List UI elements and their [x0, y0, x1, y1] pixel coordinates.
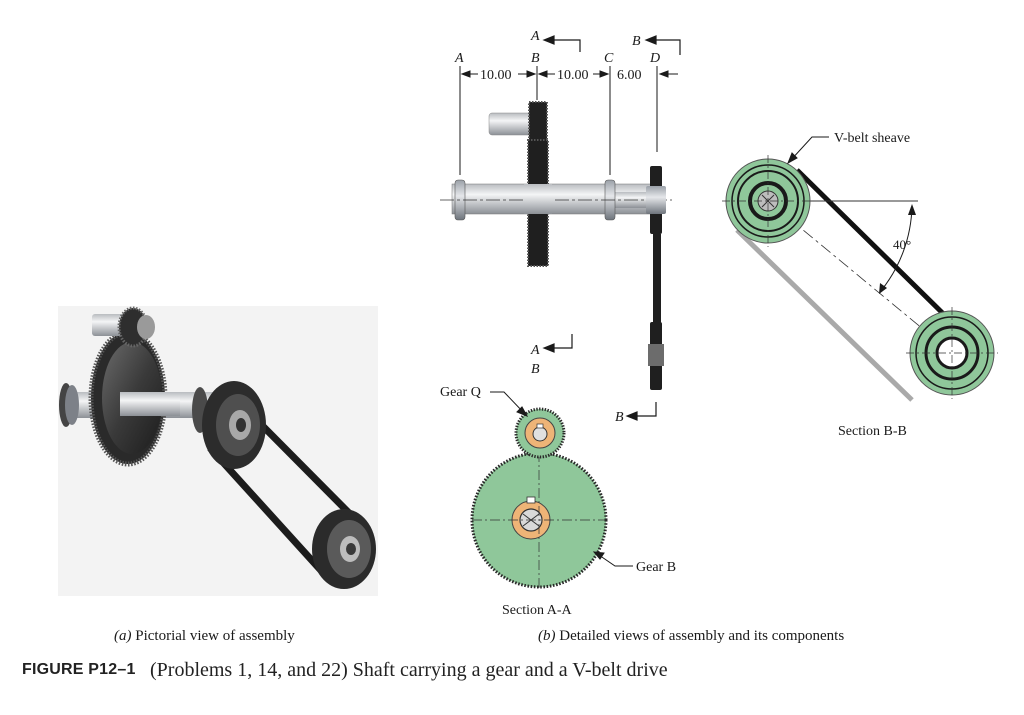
- pictorial-small-pulley: [312, 509, 376, 589]
- angle-label: 40°: [893, 237, 911, 252]
- dimension-extension-lines: [459, 66, 658, 175]
- caption-b-text: Detailed views of assembly and its compo…: [559, 628, 845, 644]
- angle-arc: [879, 205, 913, 293]
- section-marker-a-bottom: [542, 334, 573, 353]
- dim-label-b: B: [531, 51, 540, 66]
- caption-b-prefix: (b): [538, 628, 556, 644]
- caption-a: (a) Pictorial view of assembly: [114, 628, 295, 645]
- caption-a-text: Pictorial view of assembly: [135, 628, 295, 644]
- belt-slack-side: [735, 228, 914, 402]
- gear-q-label: Gear Q: [440, 385, 481, 400]
- dim-value-cd: 6.00: [617, 68, 642, 83]
- figure-label: FIGURE P12–1: [22, 661, 136, 678]
- dim-label-c: C: [604, 51, 614, 66]
- section-b-under-label: B: [531, 362, 540, 377]
- section-a-bottom-label: A: [530, 343, 540, 358]
- section-marker-b-bottom: [625, 402, 657, 421]
- pictorial-view: [58, 306, 378, 596]
- caption-b: (b) Detailed views of assembly and its c…: [538, 628, 844, 645]
- caption-a-prefix: (a): [114, 628, 132, 644]
- section-bb-view: [722, 136, 998, 402]
- v-belt-sheave-label: V-belt sheave: [834, 131, 910, 146]
- sheave-leader: [787, 136, 829, 165]
- section-marker-b-top: [644, 35, 681, 55]
- section-marker-a-top: [542, 35, 581, 52]
- section-aa-label: Section A-A: [502, 603, 572, 618]
- dimension-lines: [460, 70, 678, 78]
- section-bb-label: Section B-B: [838, 424, 907, 439]
- dim-value-bc: 10.00: [557, 68, 589, 83]
- dim-label-d: D: [649, 51, 660, 66]
- side-shaft: [440, 179, 672, 221]
- figure-caption: (Problems 1, 14, and 22) Shaft carrying …: [150, 659, 668, 681]
- sheave-side: [646, 166, 666, 390]
- section-a-top-label: A: [530, 29, 540, 44]
- assembly-side-view: [440, 35, 681, 421]
- gear-q-side: [528, 101, 548, 145]
- gear-b-label: Gear B: [636, 560, 676, 575]
- gear-leaders: [490, 391, 633, 567]
- section-aa-view: [470, 391, 633, 589]
- v-belt-sheave-large: [722, 155, 814, 247]
- section-b-top-label: B: [632, 34, 641, 49]
- pictorial-small-gear: [92, 306, 155, 348]
- pictorial-large-pulley: [202, 381, 266, 469]
- v-belt-sheave-small: [906, 307, 998, 399]
- dim-label-a: A: [454, 51, 464, 66]
- dim-value-ab: 10.00: [480, 68, 512, 83]
- section-b-right-label: B: [615, 410, 624, 425]
